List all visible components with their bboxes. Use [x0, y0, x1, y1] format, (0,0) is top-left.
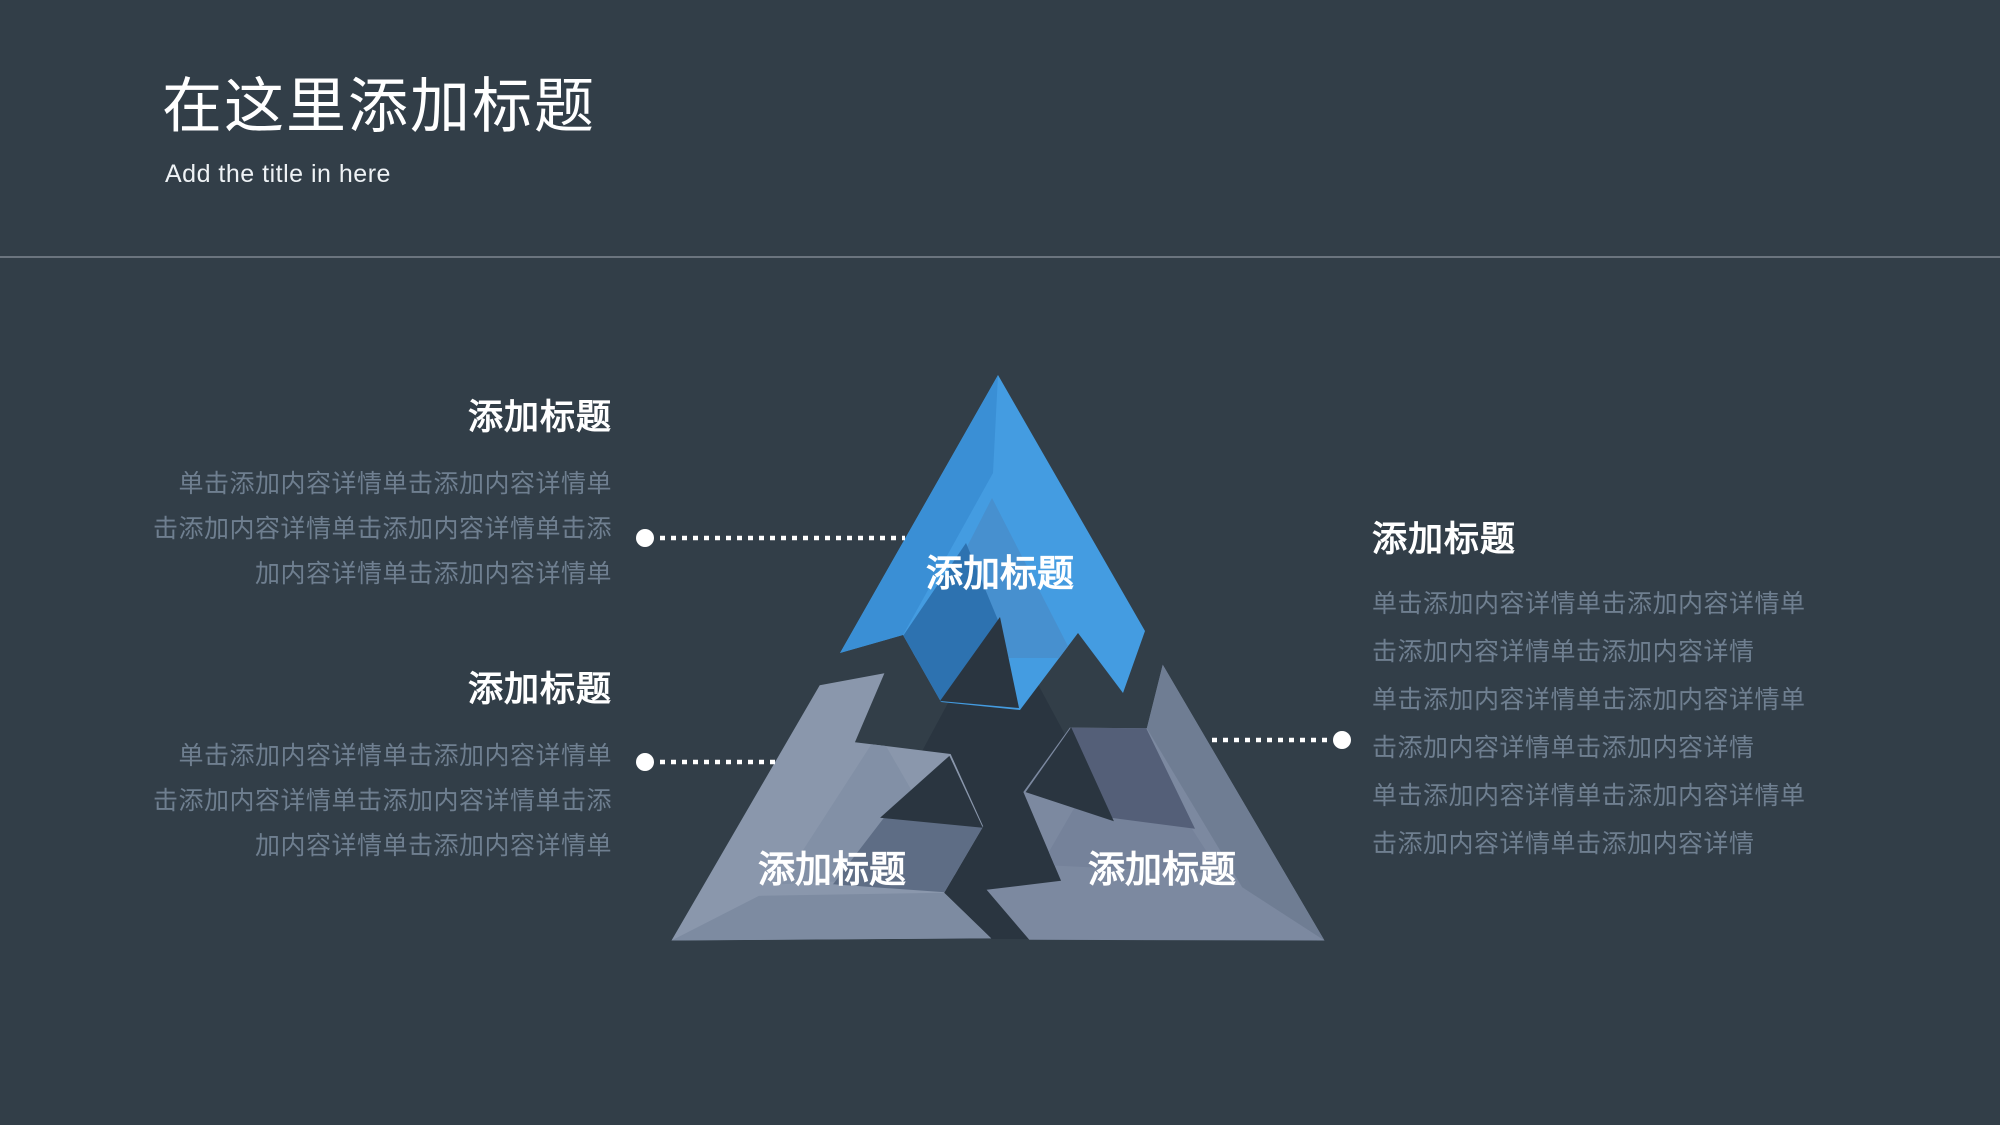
text-block-left-1[interactable]: 添加标题 单击添加内容详情单击添加内容详情单 击添加内容详情单击添加内容详情单击… — [150, 396, 612, 597]
text-block-left-2[interactable]: 添加标题 单击添加内容详情单击添加内容详情单 击添加内容详情单击添加内容详情单击… — [150, 668, 612, 869]
connector-dot-icon — [1333, 731, 1351, 749]
diagram-segment-right[interactable] — [961, 636, 1404, 1068]
block-heading: 添加标题 — [467, 670, 612, 709]
page-subtitle[interactable]: Add the title in here — [165, 160, 391, 188]
segment-label-right[interactable]: 添加标题 — [1088, 849, 1236, 890]
connector-dot-icon — [636, 753, 654, 771]
leader-line-bottom-left — [636, 753, 776, 771]
header-divider — [0, 256, 2000, 258]
block-heading: 添加标题 — [467, 398, 612, 437]
segment-label-top[interactable]: 添加标题 — [926, 553, 1074, 594]
text-block-right[interactable]: 添加标题 单击添加内容详情单击添加内容详情单 击添加内容详情单击添加内容详情 单… — [1372, 518, 1832, 868]
leader-line-right — [1212, 731, 1351, 749]
block-body: 单击添加内容详情单击添加内容详情单 击添加内容详情单击添加内容详情 单击添加内容… — [1372, 590, 1806, 858]
connector-dot-icon — [636, 529, 654, 547]
segment-label-left[interactable]: 添加标题 — [758, 849, 906, 890]
page-title[interactable]: 在这里添加标题 — [162, 73, 596, 140]
diagram-segment-top[interactable] — [840, 375, 1145, 710]
block-heading: 添加标题 — [1372, 520, 1517, 559]
leader-line-top-left — [636, 529, 905, 547]
block-body: 单击添加内容详情单击添加内容详情单 击添加内容详情单击添加内容详情单击添 加内容… — [152, 742, 612, 860]
block-body: 单击添加内容详情单击添加内容详情单 击添加内容详情单击添加内容详情单击添 加内容… — [152, 470, 612, 588]
diagram-segment-left[interactable] — [598, 646, 1041, 1078]
